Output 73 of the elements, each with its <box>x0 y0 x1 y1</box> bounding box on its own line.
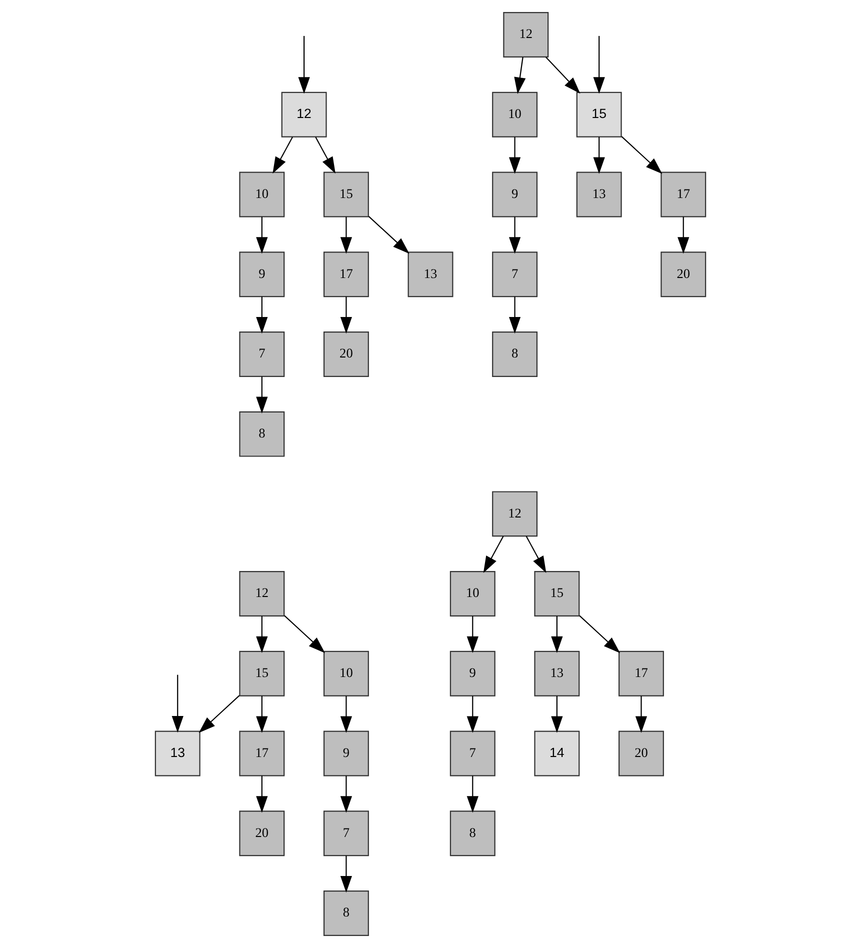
node-box: 8 <box>323 890 369 936</box>
arrow <box>340 216 352 254</box>
arrow <box>466 616 478 654</box>
arrow <box>284 615 326 654</box>
arrow <box>508 136 521 174</box>
arrow <box>508 216 521 254</box>
arrow <box>256 776 268 813</box>
node-box: 13 <box>408 252 454 298</box>
node-box: 13 <box>534 650 580 696</box>
arrow <box>514 57 526 94</box>
arrow <box>508 296 521 334</box>
node-box: 9 <box>239 252 285 298</box>
node-box: 20 <box>660 252 706 298</box>
arrow <box>593 36 605 94</box>
node-box: 15 <box>239 650 285 696</box>
arrow <box>298 36 310 94</box>
node-box: 12 <box>503 12 549 58</box>
arrow <box>256 216 268 254</box>
arrow <box>621 136 662 174</box>
node-box: 15 <box>323 172 369 218</box>
node-box: 17 <box>618 650 664 696</box>
node-box: 10 <box>323 650 369 696</box>
node-box: 15 <box>576 92 622 138</box>
arrow <box>340 696 352 733</box>
node-box: 8 <box>450 810 496 856</box>
node-box: 9 <box>492 172 538 218</box>
node-box: 20 <box>618 730 664 776</box>
node-box: 7 <box>239 331 285 377</box>
node-box: 12 <box>281 92 327 138</box>
arrow <box>545 56 580 94</box>
arrow <box>256 696 268 733</box>
arrow <box>551 616 563 654</box>
node-box: 20 <box>323 331 369 377</box>
arrow <box>466 696 478 733</box>
node-box: 7 <box>450 730 496 776</box>
node-box: 12 <box>239 571 285 617</box>
arrow <box>526 536 546 573</box>
arrow <box>256 376 268 414</box>
node-box: 10 <box>450 571 496 617</box>
node-box: 14 <box>534 730 580 776</box>
arrow <box>198 695 240 733</box>
arrow <box>466 776 478 813</box>
arrow <box>340 296 352 334</box>
node-box: 8 <box>239 411 285 457</box>
arrow <box>172 674 184 733</box>
arrow <box>272 136 294 174</box>
node-box: 12 <box>492 491 538 537</box>
node-box: 13 <box>154 730 200 776</box>
arrow <box>551 696 563 733</box>
arrow <box>483 536 504 573</box>
node-box: 17 <box>239 730 285 776</box>
arrow <box>256 296 268 334</box>
arrow <box>368 216 410 254</box>
node-box: 13 <box>576 172 622 218</box>
node-box: 7 <box>323 810 369 856</box>
node-box: 20 <box>239 810 285 856</box>
arrow <box>593 136 605 174</box>
node-box: 17 <box>323 252 369 298</box>
node-box: 10 <box>492 92 538 138</box>
node-box: 15 <box>534 571 580 617</box>
arrow <box>340 776 352 813</box>
node-box: 9 <box>450 650 496 696</box>
node-box: 17 <box>660 172 706 218</box>
arrow <box>678 216 690 254</box>
node-box: 9 <box>323 730 369 776</box>
node-box: 8 <box>492 331 538 377</box>
arrow <box>340 856 352 893</box>
arrow <box>256 616 268 654</box>
node-box: 7 <box>492 252 538 298</box>
node-box: 10 <box>239 172 285 218</box>
arrow <box>579 615 620 654</box>
arrow <box>635 696 648 733</box>
arrow <box>315 136 336 174</box>
